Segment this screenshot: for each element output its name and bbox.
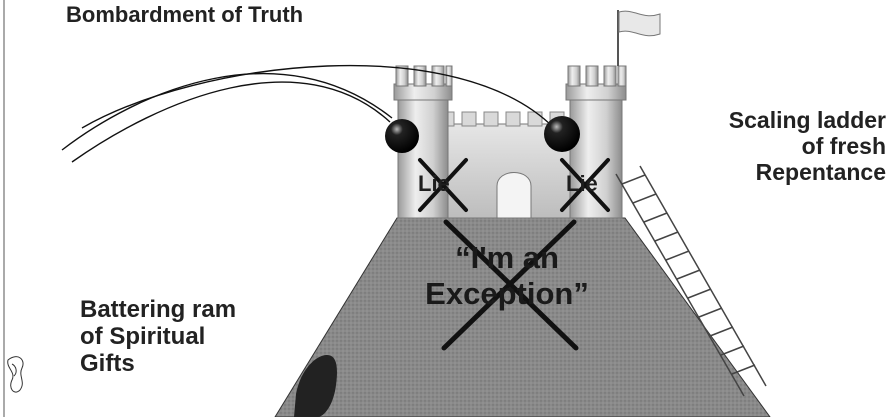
- exception-line-1: “I'm an: [402, 240, 612, 276]
- ladder-label-line-2: of fresh: [729, 134, 886, 160]
- ladder-label-line-3: Repentance: [729, 160, 886, 186]
- exception-label: “I'm an Exception”: [402, 240, 612, 311]
- bombardment-label: Bombardment of Truth: [66, 3, 303, 28]
- lie-label-left: Lie: [418, 172, 450, 197]
- battering-ram-line-2: of Spiritual: [80, 324, 236, 351]
- battering-ram-line-3: Gifts: [80, 351, 236, 378]
- ladder-label: Scaling ladder of fresh Repentance: [729, 108, 886, 185]
- lie-label-right: Lie: [566, 172, 598, 197]
- cannonball-left: [385, 119, 419, 153]
- castle-gate: [497, 173, 531, 219]
- cannonball-right: [544, 116, 580, 152]
- exception-line-2: Exception”: [402, 276, 612, 312]
- battering-ram-label: Battering ram of Spiritual Gifts: [80, 297, 236, 378]
- flag-icon: [618, 10, 660, 66]
- scribble-icon: [8, 357, 23, 392]
- battering-ram-line-1: Battering ram: [80, 297, 236, 324]
- ladder-label-line-1: Scaling ladder: [729, 108, 886, 134]
